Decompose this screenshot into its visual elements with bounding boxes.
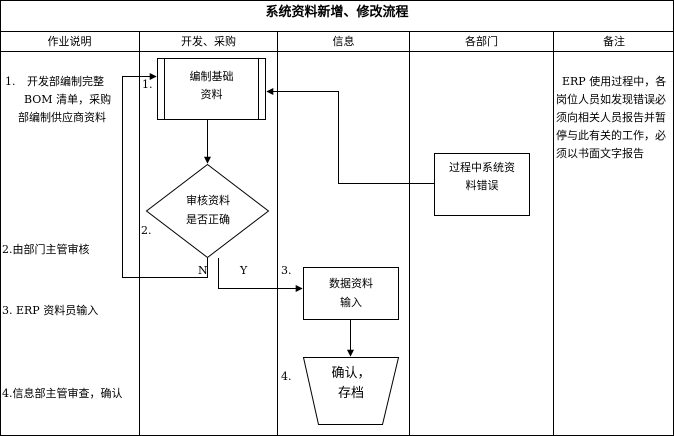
review-yes-label: Y xyxy=(240,264,248,277)
remark-text: ERP 使用过程中，各岗位人员如发现错误必须向相关人员报告并暂停与此有关的工作，… xyxy=(556,75,667,160)
error-node-line-2: 料错误 xyxy=(465,179,499,192)
input-node-line-2: 输入 xyxy=(340,296,362,309)
confirm-node-number: 4. xyxy=(281,370,292,383)
compile-node-line-1: 编制基础 xyxy=(189,70,234,83)
column-header-remarks: 备注 xyxy=(603,35,625,48)
review-node-line-1: 审核资料 xyxy=(186,194,230,207)
error-node-line-1: 过程中系统资 xyxy=(449,161,515,174)
column-header-information: 信息 xyxy=(332,35,355,48)
arrow-review-yes-to-input xyxy=(218,258,303,292)
input-node-number: 3. xyxy=(281,264,292,277)
step-1-line-1: 开发部编制完整 xyxy=(27,75,104,88)
compile-node-number: 1. xyxy=(142,78,153,91)
step-1-number: 1. xyxy=(5,75,16,88)
step-1-line-3: 部编制供应商资料 xyxy=(18,111,106,124)
review-decision-diamond xyxy=(145,163,270,259)
review-node-line-2: 是否正确 xyxy=(186,213,230,226)
confirm-node-line-2: 存档 xyxy=(337,386,364,401)
confirm-archive-trapezoid xyxy=(302,357,400,425)
compile-process-box xyxy=(157,58,266,120)
error-report-box xyxy=(434,153,530,216)
arrow-review-no-back xyxy=(122,73,208,278)
step-2-text: 2.由部门主管审核 xyxy=(2,243,90,256)
input-node-line-1: 数据资料 xyxy=(329,277,373,290)
step-1-line-2: BOM 清单，采购 xyxy=(24,93,112,106)
review-node-number: 2. xyxy=(141,224,152,237)
step-4-text: 4.信息部主管审查，确认 xyxy=(2,387,123,400)
compile-node-line-2: 资料 xyxy=(200,88,223,101)
input-process-box xyxy=(303,267,399,320)
confirm-node-line-1: 确认， xyxy=(331,366,371,381)
review-no-label: N xyxy=(198,264,208,277)
column-header-description: 作业说明 xyxy=(47,35,92,48)
column-header-development-purchasing: 开发、采购 xyxy=(181,35,236,48)
column-header-departments: 各部门 xyxy=(465,35,498,48)
page-title: 系统资料新增、修改流程 xyxy=(265,5,409,20)
arrow-error-to-compile xyxy=(266,88,434,184)
step-3-text: 3. ERP 资料员输入 xyxy=(2,304,99,317)
